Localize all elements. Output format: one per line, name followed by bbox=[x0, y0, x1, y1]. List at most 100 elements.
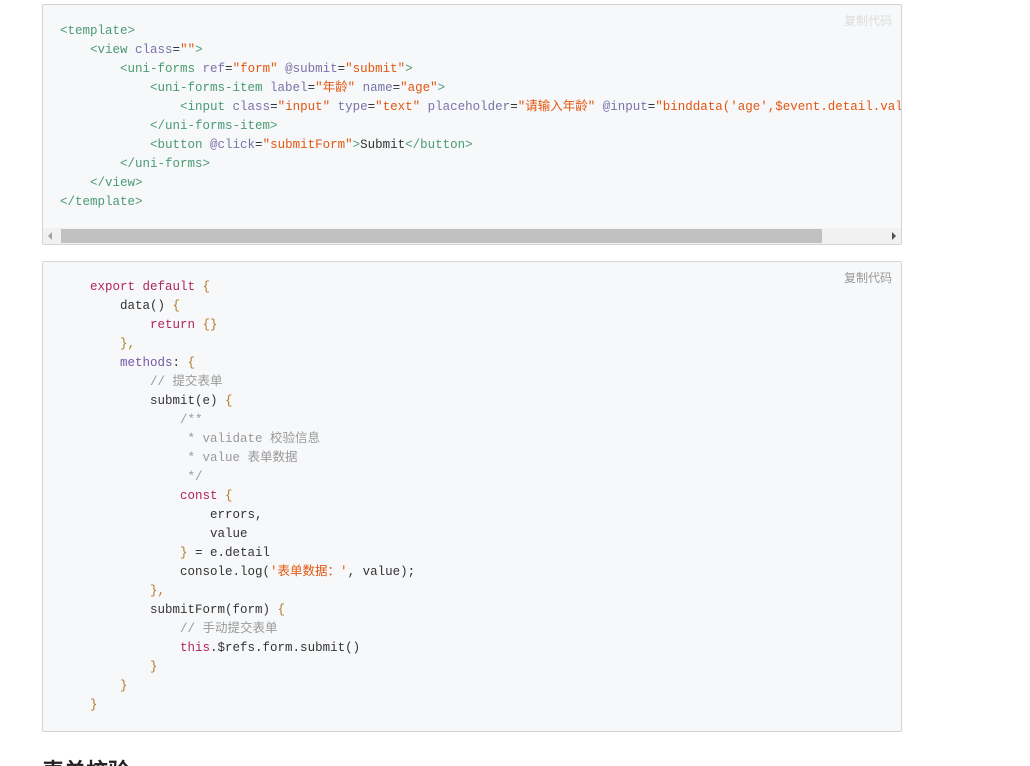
scrollbar-thumb[interactable] bbox=[61, 229, 822, 243]
code-token bbox=[60, 641, 180, 655]
code-token: { bbox=[172, 299, 181, 313]
code-token bbox=[278, 62, 286, 76]
code-token: > bbox=[437, 81, 446, 95]
code-line: <button @click="submitForm">Submit</butt… bbox=[60, 136, 901, 155]
code-token: = bbox=[510, 100, 518, 114]
code-token: <input bbox=[180, 100, 233, 114]
code-token: Submit bbox=[360, 138, 406, 152]
code-line: <input class="input" type="text" placeho… bbox=[60, 98, 901, 117]
code-token: = bbox=[337, 62, 346, 76]
code-token: "text" bbox=[375, 100, 421, 114]
code-token: value bbox=[60, 527, 248, 541]
code-token: {} bbox=[202, 318, 218, 332]
code-token: : bbox=[172, 356, 188, 370]
code-token: */ bbox=[180, 470, 203, 484]
code-token: , value); bbox=[347, 565, 416, 579]
code-line: /** bbox=[60, 411, 415, 430]
code-token bbox=[60, 470, 180, 484]
code-token: = bbox=[392, 81, 401, 95]
code-line: }, bbox=[60, 335, 415, 354]
code-token: console.log( bbox=[60, 565, 271, 579]
code-token: { bbox=[225, 489, 233, 503]
code-token: = bbox=[367, 100, 376, 114]
code-token: const bbox=[180, 489, 226, 503]
code-token bbox=[60, 356, 120, 370]
code-token bbox=[60, 584, 150, 598]
code-content: export default { data() { return {} }, m… bbox=[60, 278, 415, 715]
code-token: name bbox=[362, 81, 393, 95]
code-token: { bbox=[277, 603, 286, 617]
code-token: <uni-forms-item bbox=[150, 81, 271, 95]
code-line: submitForm(form) { bbox=[60, 601, 415, 620]
code-line: console.log('表单数据：', value); bbox=[60, 563, 415, 582]
code-line: </uni-forms-item> bbox=[60, 117, 901, 136]
code-token bbox=[420, 100, 428, 114]
copy-code-button[interactable]: 复制代码 bbox=[843, 271, 892, 285]
code-line: errors, bbox=[60, 506, 415, 525]
code-line: value bbox=[60, 525, 415, 544]
code-token: '表单数据：' bbox=[270, 565, 348, 579]
code-token: </button> bbox=[405, 138, 473, 152]
code-token: <view bbox=[90, 43, 136, 57]
code-token: "submit" bbox=[345, 62, 406, 76]
code-line: } bbox=[60, 696, 415, 715]
code-content: <template> <view class=""> <uni-forms re… bbox=[60, 22, 901, 212]
code-token: { bbox=[202, 280, 211, 294]
code-token bbox=[60, 62, 120, 76]
code-token bbox=[60, 119, 150, 133]
copy-code-button[interactable]: 复制代码 bbox=[843, 14, 892, 28]
code-token: = bbox=[172, 43, 181, 57]
code-line: <view class=""> bbox=[60, 41, 901, 60]
code-token bbox=[60, 432, 180, 446]
code-token bbox=[60, 375, 150, 389]
code-token: <template> bbox=[60, 24, 136, 38]
code-token: { bbox=[225, 394, 233, 408]
code-line: this.$refs.form.submit() bbox=[60, 639, 415, 658]
code-token: = e.detail bbox=[187, 546, 271, 560]
script-code-block: 复制代码 export default { data() { return {}… bbox=[42, 261, 902, 732]
section-heading: 表单校验 bbox=[42, 754, 130, 766]
code-token: "" bbox=[180, 43, 196, 57]
code-line: } bbox=[60, 658, 415, 677]
code-token bbox=[60, 660, 150, 674]
code-token: // 手动提交表单 bbox=[180, 622, 278, 636]
code-line: const { bbox=[60, 487, 415, 506]
code-token: label bbox=[270, 81, 308, 95]
code-token: <button bbox=[150, 138, 211, 152]
code-token: = bbox=[225, 62, 233, 76]
code-token: { bbox=[187, 356, 196, 370]
code-line: </view> bbox=[60, 174, 901, 193]
code-token: } bbox=[120, 679, 128, 693]
code-token: class bbox=[135, 43, 173, 57]
code-token bbox=[60, 546, 180, 560]
code-token bbox=[60, 451, 180, 465]
code-line: } = e.detail bbox=[60, 544, 415, 563]
code-token: placeholder bbox=[427, 100, 511, 114]
code-line: methods: { bbox=[60, 354, 415, 373]
scroll-right-arrow-icon[interactable] bbox=[892, 232, 896, 240]
code-line: // 提交表单 bbox=[60, 373, 415, 392]
code-token bbox=[60, 489, 180, 503]
code-token: > bbox=[195, 43, 203, 57]
horizontal-scrollbar[interactable] bbox=[43, 228, 901, 244]
code-token: * validate 校验信息 bbox=[180, 432, 321, 446]
code-token: } bbox=[90, 698, 98, 712]
code-line: * validate 校验信息 bbox=[60, 430, 415, 449]
code-token: } bbox=[150, 660, 158, 674]
code-token: "submitForm" bbox=[262, 138, 353, 152]
code-token: } bbox=[180, 546, 188, 560]
code-token: </view> bbox=[90, 176, 143, 190]
code-token: submit(e) bbox=[60, 394, 226, 408]
code-token bbox=[60, 413, 180, 427]
code-token bbox=[330, 100, 338, 114]
code-token bbox=[60, 622, 180, 636]
code-token bbox=[60, 337, 120, 351]
code-token bbox=[60, 280, 90, 294]
code-token: <uni-forms bbox=[120, 62, 203, 76]
code-token bbox=[60, 100, 180, 114]
scroll-left-arrow-icon[interactable] bbox=[48, 232, 52, 240]
code-token: = bbox=[647, 100, 656, 114]
code-token: > bbox=[352, 138, 361, 152]
code-token: }, bbox=[150, 584, 166, 598]
code-line: submit(e) { bbox=[60, 392, 415, 411]
